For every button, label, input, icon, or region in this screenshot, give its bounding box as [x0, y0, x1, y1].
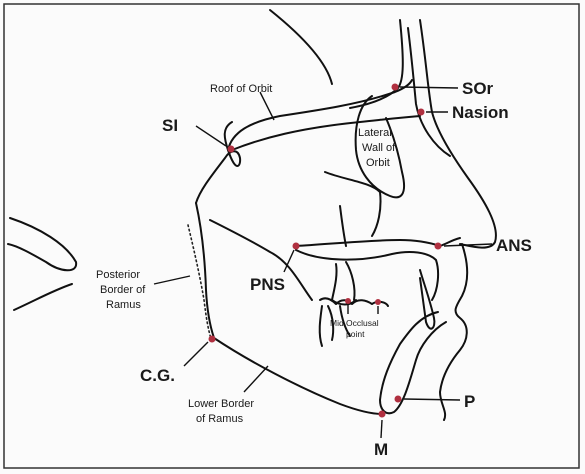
- label-posterior-2: Border of: [100, 284, 146, 296]
- landmark-sor: [392, 84, 399, 91]
- landmark-ans: [435, 243, 442, 250]
- label-lower-border-2: of Ramus: [196, 413, 244, 425]
- leader-lower-border: [244, 366, 268, 392]
- nasal-profile-outer: [420, 20, 496, 248]
- leader-m: [381, 420, 382, 438]
- landmark-si: [228, 146, 235, 153]
- landmark-cg: [209, 336, 216, 343]
- landmark-nasion: [418, 109, 425, 116]
- label-lower-border-1: Lower Border: [188, 398, 254, 410]
- leader-si: [196, 126, 226, 146]
- frontal-arc-trace: [270, 10, 332, 84]
- leader-sor: [400, 87, 458, 88]
- leader-roof-orbit: [260, 92, 274, 120]
- posterior-border-dots: [188, 225, 212, 342]
- label-pns: PNS: [250, 275, 285, 294]
- symphysis-trace: [380, 312, 446, 413]
- leader-p: [404, 399, 460, 400]
- vertebra-trace: [8, 218, 76, 270]
- landmark-mid-occlusal-2: [375, 299, 381, 305]
- label-sor: SOr: [462, 79, 494, 98]
- landmark-p: [395, 396, 402, 403]
- label-mid-occlusal-2: point: [346, 329, 365, 339]
- frontal-bone-trace: [350, 20, 403, 108]
- leader-ans: [444, 244, 492, 246]
- label-posterior-1: Posterior: [96, 269, 140, 281]
- leader-posterior-border: [154, 276, 190, 284]
- landmark-pns: [293, 243, 300, 250]
- landmark-m: [379, 411, 386, 418]
- label-cg: C.G.: [140, 366, 175, 385]
- label-si: SI: [162, 116, 178, 135]
- leader-cg: [184, 342, 208, 366]
- vertebra-lower-trace: [14, 284, 72, 310]
- label-posterior-3: Ramus: [106, 299, 141, 311]
- label-mid-occlusal-1: Mid Occlusal: [330, 318, 379, 328]
- figure-border: [4, 4, 579, 468]
- label-p: P: [464, 392, 475, 411]
- upper-molar-trace: [332, 262, 356, 305]
- label-ans: ANS: [496, 236, 532, 255]
- label-lateral-wall-3: Orbit: [366, 157, 390, 169]
- leader-mid-occlusal: [348, 305, 378, 314]
- label-nasion: Nasion: [452, 103, 509, 122]
- sella-trace: [196, 122, 240, 203]
- label-roof-of-orbit: Roof of Orbit: [210, 83, 272, 95]
- label-m: M: [374, 440, 388, 459]
- landmark-mid-occlusal-1: [345, 298, 351, 304]
- label-lateral-wall-2: Wall of: [362, 142, 396, 154]
- label-lateral-wall-1: Lateral: [358, 127, 392, 139]
- palate-lower-outline: [296, 250, 438, 300]
